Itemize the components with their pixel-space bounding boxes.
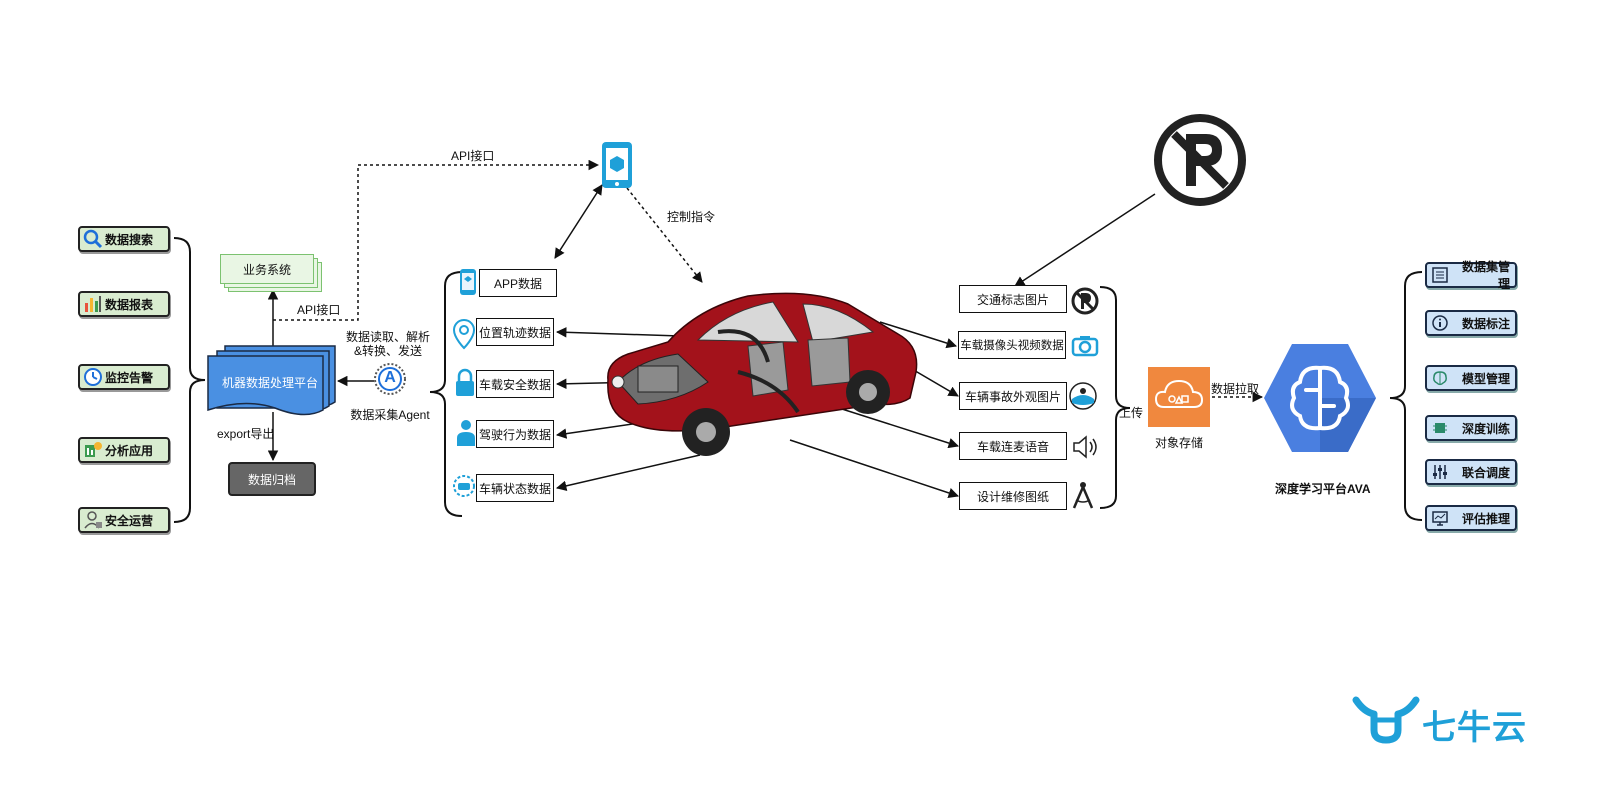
source-app-data[interactable]: APP数据 xyxy=(479,269,557,297)
car-status-icon xyxy=(453,475,475,497)
right-item-dataset-mgmt[interactable]: 数据集管理 xyxy=(1425,260,1517,291)
source-status-data[interactable]: 车辆状态数据 xyxy=(476,474,554,502)
media-camera-video[interactable]: 车载摄像头视频数据 xyxy=(958,331,1066,359)
sliders-icon xyxy=(1433,465,1447,479)
media-bracket xyxy=(1099,286,1131,509)
accident-icon xyxy=(1069,382,1097,410)
chip-icon xyxy=(1433,423,1447,433)
media-blueprint[interactable]: 设计维修图纸 xyxy=(959,482,1067,510)
info-icon xyxy=(1432,315,1448,331)
no-parking-icon xyxy=(1071,287,1099,315)
agent-name: 数据采集Agent xyxy=(350,408,430,422)
business-system-box[interactable]: 业务系统 xyxy=(220,254,314,284)
object-storage-icon[interactable] xyxy=(1148,367,1210,427)
right-item-joint-scheduling[interactable]: 联合调度 xyxy=(1425,459,1517,485)
bar-chart-icon xyxy=(85,296,101,312)
ava-label: 深度学习平台AVA xyxy=(1275,482,1371,496)
left-item-security-ops[interactable]: 安全运营 xyxy=(78,507,170,533)
api-label-top: API接口 xyxy=(451,149,495,163)
left-item-data-search[interactable]: 数据搜索 xyxy=(78,226,170,252)
brain-icon xyxy=(1433,371,1447,386)
agent-icon[interactable]: A xyxy=(373,362,407,396)
agent-letter: A xyxy=(384,369,396,386)
left-item-label: 分析应用 xyxy=(105,443,154,458)
source-security-data[interactable]: 车载安全数据 xyxy=(476,370,554,398)
analysis-icon xyxy=(85,442,102,457)
no-parking-icon xyxy=(1154,114,1246,206)
camera-icon xyxy=(1071,336,1099,357)
car-illustration xyxy=(607,292,918,456)
phone-app-icon[interactable] xyxy=(600,140,634,190)
export-label: export导出 xyxy=(217,427,275,441)
location-pin-icon xyxy=(452,318,476,350)
archive-label: 数据归档 xyxy=(247,472,296,487)
right-item-deep-training[interactable]: 深度训练 xyxy=(1425,415,1517,441)
search-icon xyxy=(83,229,103,249)
qiniu-logo-text: 七牛云 xyxy=(1422,709,1527,747)
media-traffic-sign[interactable]: 交通标志图片 xyxy=(959,285,1067,313)
agent-caption-line1: 数据读取、解析 xyxy=(345,330,431,344)
control-label: 控制指令 xyxy=(667,210,716,224)
platform-box[interactable] xyxy=(205,344,340,416)
object-storage-label: 对象存储 xyxy=(1155,436,1204,450)
api-label-low: API接口 xyxy=(297,303,341,317)
left-item-label: 数据报表 xyxy=(105,297,154,312)
agent-caption-line2: &转换、发送 xyxy=(353,344,423,358)
compass-icon xyxy=(1072,482,1094,509)
right-item-evaluation[interactable]: 评估推理 xyxy=(1425,505,1517,531)
business-system-label: 业务系统 xyxy=(242,262,291,277)
worker-icon xyxy=(84,511,102,529)
dataset-icon xyxy=(1432,267,1448,283)
phone-app-icon xyxy=(460,269,476,295)
source-driving-data[interactable]: 驾驶行为数据 xyxy=(476,420,554,448)
speaker-icon xyxy=(1073,435,1097,459)
left-item-label: 数据搜索 xyxy=(105,232,154,247)
monitor-icon xyxy=(1432,511,1448,526)
media-voice[interactable]: 车载连麦语音 xyxy=(959,432,1067,460)
left-item-analysis-app[interactable]: 分析应用 xyxy=(78,437,170,463)
right-item-model-mgmt[interactable]: 模型管理 xyxy=(1425,365,1517,391)
left-item-data-report[interactable]: 数据报表 xyxy=(78,291,170,317)
vehicle-bracket xyxy=(429,271,463,517)
driver-icon xyxy=(457,420,475,446)
platform-label: 机器数据处理平台 xyxy=(222,376,319,390)
qiniu-logo-icon xyxy=(1352,696,1420,744)
right-item-labeling[interactable]: 数据标注 xyxy=(1425,310,1517,336)
source-location-data[interactable]: 位置轨迹数据 xyxy=(476,318,554,346)
archive-box[interactable]: 数据归档 xyxy=(228,462,316,496)
clock-icon xyxy=(84,368,102,386)
left-item-label: 安全运营 xyxy=(105,513,154,528)
left-bracket xyxy=(173,237,206,523)
left-item-label: 监控告警 xyxy=(105,370,154,385)
left-item-monitor-alert[interactable]: 监控告警 xyxy=(78,364,170,390)
upload-label: 上传 xyxy=(1119,406,1144,420)
media-accident-photo[interactable]: 车辆事故外观图片 xyxy=(959,382,1067,410)
pull-label: 数据拉取 xyxy=(1211,382,1260,396)
lock-icon xyxy=(456,368,474,396)
right-bracket xyxy=(1389,271,1423,521)
ava-platform-icon[interactable] xyxy=(1262,340,1378,456)
